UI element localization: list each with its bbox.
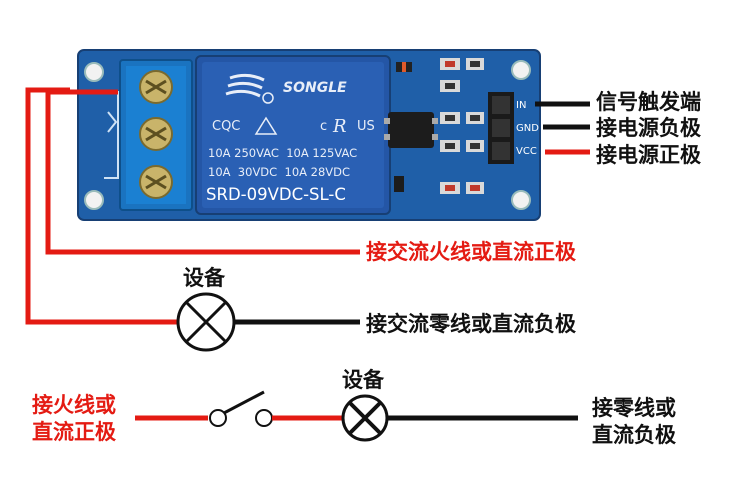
label-device-top: 设备 xyxy=(183,266,225,290)
switch-icon xyxy=(209,390,273,427)
pin-label-in: IN xyxy=(516,100,526,111)
pin-header: IN GND VCC xyxy=(488,92,539,164)
relay-module-board: SONGLE CQC US c R 10A 250VAC 10A 125VAC … xyxy=(77,49,541,221)
relay-rating-line1: 10A 250VAC 10A 125VAC xyxy=(208,146,357,160)
relay-cert-marks: CQC xyxy=(212,119,240,134)
label-power-negative: 接电源负极 xyxy=(596,116,701,140)
songle-logo-icon xyxy=(225,73,265,98)
relay-brand: SONGLE xyxy=(283,80,347,96)
mounting-hole-icon xyxy=(511,60,531,80)
triangle-cert-icon xyxy=(254,116,278,135)
label-ac-neutral-or-dc-negative: 接交流零线或直流负极 xyxy=(366,312,576,336)
relay-rating-line2: 10A 30VDC 10A 28VDC xyxy=(208,165,350,179)
relay-model: SRD-09VDC-SL-C xyxy=(206,185,346,204)
svg-text:R: R xyxy=(332,116,347,137)
pin-label-gnd: GND xyxy=(516,123,539,134)
svg-text:c: c xyxy=(320,119,327,134)
label-neutral-or-negative-line2: 直流负极 xyxy=(592,423,676,447)
smd-components xyxy=(384,58,484,194)
label-power-positive: 接电源正极 xyxy=(596,143,701,167)
relay-cert-marks-ul: US xyxy=(357,119,375,134)
wire-load-live xyxy=(45,89,360,255)
label-signal-terminal: 信号触发端 xyxy=(596,90,701,114)
label-device-bottom: 设备 xyxy=(342,368,384,392)
wire-load-device-feed xyxy=(25,87,180,325)
pin-label-vcc: VCC xyxy=(516,146,537,157)
mounting-hole-icon xyxy=(84,190,104,210)
device-lamp-icon-bottom xyxy=(341,394,389,442)
label-live-or-positive-line1: 接火线或 xyxy=(32,393,116,417)
screw-terminal-block xyxy=(119,59,193,211)
device-lamp-icon xyxy=(176,292,236,352)
mounting-hole-icon xyxy=(511,190,531,210)
relay-body: SONGLE CQC US c R 10A 250VAC 10A 125VAC … xyxy=(195,55,391,215)
label-live-or-positive-line2: 直流正极 xyxy=(32,420,116,444)
mounting-hole-icon xyxy=(84,62,104,82)
label-ac-live-or-dc-positive: 接交流火线或直流正极 xyxy=(366,240,576,264)
label-neutral-or-negative-line1: 接零线或 xyxy=(592,396,676,420)
